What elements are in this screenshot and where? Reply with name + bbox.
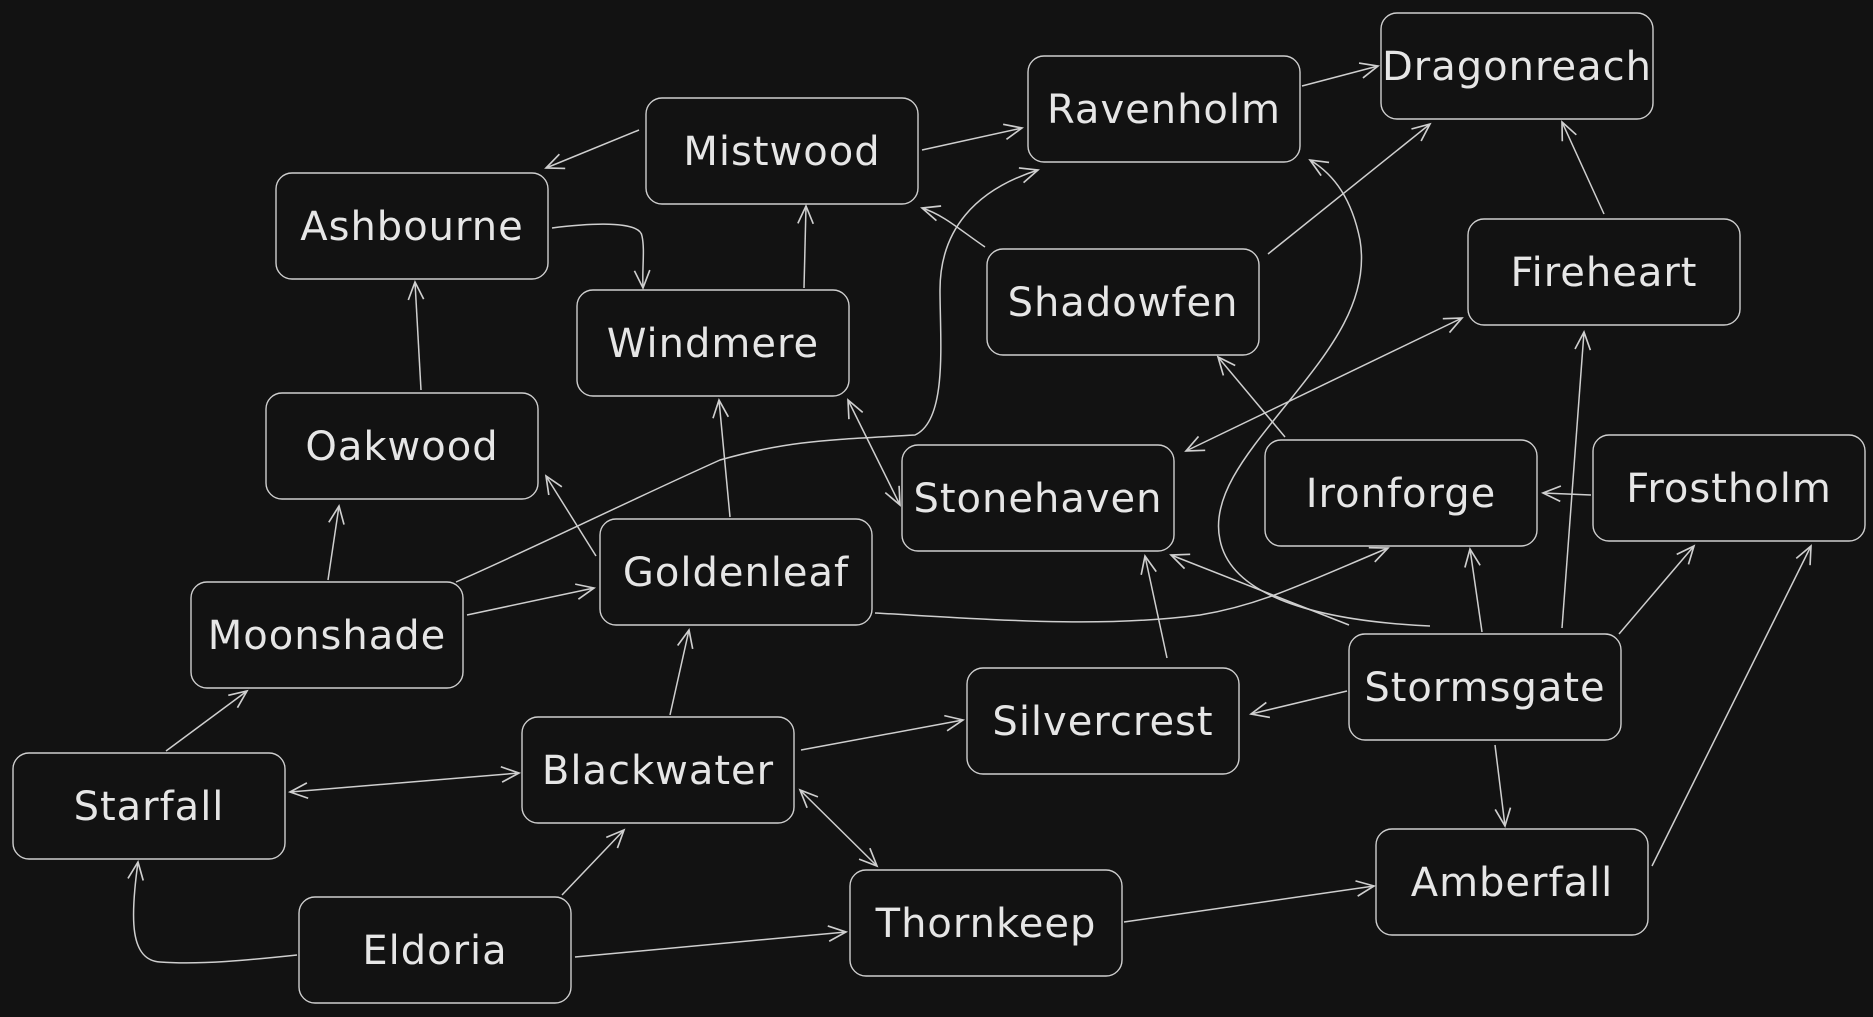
edge-blackwater-to-thornkeep bbox=[798, 788, 879, 868]
node-starfall[interactable]: Starfall bbox=[12, 752, 286, 860]
edge-blackwater-to-starfall bbox=[287, 766, 522, 799]
node-box[interactable] bbox=[265, 392, 539, 500]
node-box[interactable] bbox=[521, 716, 795, 824]
node-label: Stonehaven bbox=[913, 476, 1162, 522]
node-label: Shadowfen bbox=[1008, 280, 1239, 326]
edge-goldenleaf-to-oakwood bbox=[544, 474, 597, 557]
edge-frostholm-to-ironforge bbox=[1540, 485, 1592, 503]
node-frostholm[interactable]: Frostholm bbox=[1592, 434, 1866, 542]
node-box[interactable] bbox=[1467, 218, 1741, 326]
node-label: Mistwood bbox=[683, 129, 880, 175]
node-box[interactable] bbox=[645, 97, 919, 205]
node-box[interactable] bbox=[576, 289, 850, 397]
edge-goldenleaf-to-windmere bbox=[712, 397, 731, 518]
node-oakwood[interactable]: Oakwood bbox=[265, 392, 539, 500]
node-label: Oakwood bbox=[305, 424, 498, 470]
edge-stormsgate-to-amberfall bbox=[1494, 744, 1512, 829]
node-moonshade[interactable]: Moonshade bbox=[190, 581, 464, 689]
edge-blackwater-to-silvercrest bbox=[800, 714, 966, 751]
edge-eldoria-to-blackwater bbox=[561, 828, 626, 896]
edge-moonshade-to-goldenleaf bbox=[466, 583, 597, 616]
node-thornkeep[interactable]: Thornkeep bbox=[849, 869, 1123, 977]
node-label: Silvercrest bbox=[992, 699, 1213, 745]
node-box[interactable] bbox=[1592, 434, 1866, 542]
node-box[interactable] bbox=[190, 581, 464, 689]
node-box[interactable] bbox=[1264, 439, 1538, 547]
node-box[interactable] bbox=[298, 896, 572, 1004]
node-box[interactable] bbox=[275, 172, 549, 280]
edge-stormsgate-to-ravenholm bbox=[1217, 158, 1431, 627]
node-eldoria[interactable]: Eldoria bbox=[298, 896, 572, 1004]
edge-oakwood-to-ashbourne bbox=[407, 279, 425, 391]
edge-eldoria-to-thornkeep bbox=[574, 925, 849, 958]
node-ashbourne[interactable]: Ashbourne bbox=[275, 172, 549, 280]
edge-shadowfen-to-mistwood bbox=[920, 205, 986, 248]
edge-windmere-to-stonehaven bbox=[847, 398, 901, 507]
node-shadowfen[interactable]: Shadowfen bbox=[986, 248, 1260, 356]
node-stonehaven[interactable]: Stonehaven bbox=[901, 444, 1175, 552]
node-goldenleaf[interactable]: Goldenleaf bbox=[599, 518, 873, 626]
edge-ravenholm-to-dragonreach bbox=[1301, 62, 1380, 87]
edge-fireheart-to-stonehaven bbox=[1184, 317, 1464, 452]
edge-stormsgate-to-silvercrest bbox=[1248, 690, 1348, 719]
node-ravenholm[interactable]: Ravenholm bbox=[1027, 55, 1301, 163]
node-box[interactable] bbox=[901, 444, 1175, 552]
node-silvercrest[interactable]: Silvercrest bbox=[966, 667, 1240, 775]
edge-thornkeep-to-amberfall bbox=[1123, 880, 1377, 923]
node-ironforge[interactable]: Ironforge bbox=[1264, 439, 1538, 547]
node-dragonreach[interactable]: Dragonreach bbox=[1380, 12, 1654, 120]
node-box[interactable] bbox=[599, 518, 873, 626]
edge-goldenleaf-to-ironforge bbox=[874, 546, 1390, 623]
edge-blackwater-to-goldenleaf bbox=[669, 627, 694, 716]
edge-shadowfen-to-dragonreach bbox=[1267, 122, 1432, 255]
node-box[interactable] bbox=[12, 752, 286, 860]
nodes-layer: DragonreachRavenholmMistwoodAshbourneFir… bbox=[12, 12, 1866, 1004]
edge-windmere-to-mistwood bbox=[797, 203, 815, 289]
node-box[interactable] bbox=[966, 667, 1240, 775]
edge-stormsgate-to-ironforge bbox=[1464, 546, 1483, 633]
edge-fireheart-to-dragonreach bbox=[1561, 120, 1605, 215]
edge-ironforge-to-shadowfen bbox=[1216, 355, 1286, 438]
node-label: Ashbourne bbox=[300, 204, 523, 250]
edge-silvercrest-to-stonehaven bbox=[1140, 553, 1168, 659]
node-fireheart[interactable]: Fireheart bbox=[1467, 218, 1741, 326]
node-label: Dragonreach bbox=[1382, 44, 1652, 90]
edge-moonshade-to-oakwood bbox=[327, 503, 345, 581]
node-label: Stormsgate bbox=[1364, 665, 1605, 711]
node-label: Moonshade bbox=[208, 613, 447, 659]
node-label: Goldenleaf bbox=[623, 550, 849, 596]
edge-mistwood-to-ravenholm bbox=[921, 123, 1025, 151]
node-label: Frostholm bbox=[1626, 466, 1832, 512]
edge-eldoria-to-starfall bbox=[127, 859, 298, 964]
edge-starfall-to-moonshade bbox=[165, 689, 249, 752]
node-label: Windmere bbox=[607, 321, 819, 367]
node-box[interactable] bbox=[849, 869, 1123, 977]
node-label: Ironforge bbox=[1306, 471, 1496, 517]
node-label: Thornkeep bbox=[875, 901, 1097, 947]
node-mistwood[interactable]: Mistwood bbox=[645, 97, 919, 205]
edge-ashbourne-to-windmere bbox=[551, 223, 651, 291]
node-blackwater[interactable]: Blackwater bbox=[521, 716, 795, 824]
node-windmere[interactable]: Windmere bbox=[576, 289, 850, 397]
node-label: Starfall bbox=[74, 784, 225, 830]
node-box[interactable] bbox=[1027, 55, 1301, 163]
node-label: Eldoria bbox=[362, 928, 507, 974]
edge-stormsgate-to-fireheart bbox=[1561, 329, 1592, 629]
node-label: Amberfall bbox=[1411, 860, 1614, 906]
node-box[interactable] bbox=[986, 248, 1260, 356]
edge-amberfall-to-frostholm bbox=[1651, 544, 1812, 867]
node-amberfall[interactable]: Amberfall bbox=[1375, 828, 1649, 936]
node-box[interactable] bbox=[1348, 633, 1622, 741]
edges-layer bbox=[127, 62, 1812, 964]
edge-stormsgate-to-frostholm bbox=[1618, 544, 1696, 635]
node-stormsgate[interactable]: Stormsgate bbox=[1348, 633, 1622, 741]
edge-mistwood-to-ashbourne bbox=[544, 129, 640, 170]
node-box[interactable] bbox=[1380, 12, 1654, 120]
node-label: Fireheart bbox=[1511, 250, 1698, 296]
node-box[interactable] bbox=[1375, 828, 1649, 936]
node-label: Blackwater bbox=[542, 748, 774, 794]
node-label: Ravenholm bbox=[1047, 87, 1281, 133]
